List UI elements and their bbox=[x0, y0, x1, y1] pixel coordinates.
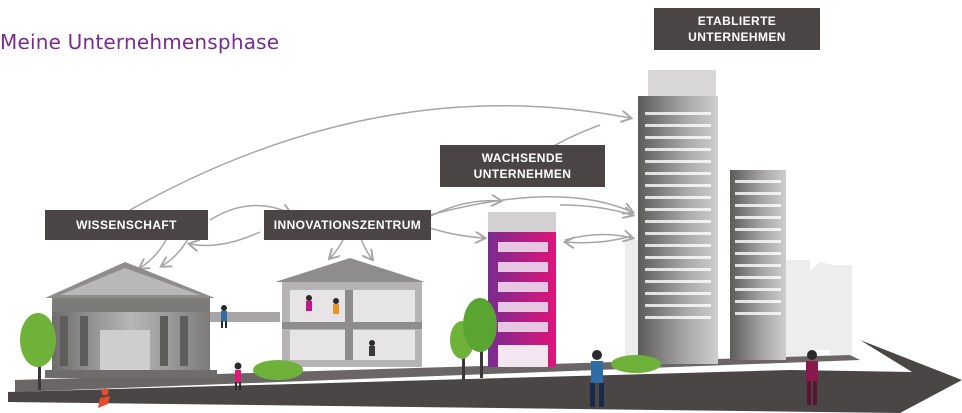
person-icon bbox=[806, 350, 818, 405]
growing-company-building-icon bbox=[488, 212, 556, 367]
museum-building-icon bbox=[45, 262, 280, 378]
page-title: Meine Unternehmensphase bbox=[0, 30, 280, 54]
person-icon bbox=[98, 388, 110, 408]
skyscraper-icon bbox=[638, 70, 786, 364]
tree-icon bbox=[450, 298, 497, 380]
person-icon bbox=[306, 295, 312, 311]
person-icon bbox=[590, 350, 604, 407]
label-wissenschaft: WISSENSCHAFT bbox=[45, 210, 208, 240]
person-icon bbox=[221, 305, 227, 328]
person-icon bbox=[333, 298, 339, 314]
person-icon bbox=[234, 362, 242, 390]
label-etablierte-unternehmen: ETABLIERTE UNTERNEHMEN bbox=[654, 8, 820, 50]
label-wachsende-unternehmen: WACHSENDE UNTERNEHMEN bbox=[440, 145, 605, 187]
tree-icon bbox=[20, 313, 56, 390]
label-innovationszentrum: INNOVATIONSZENTRUM bbox=[264, 210, 431, 240]
person-icon bbox=[369, 340, 375, 356]
road bbox=[8, 340, 962, 413]
bush-icon bbox=[253, 360, 303, 380]
bush-icon bbox=[611, 355, 661, 373]
office-building-icon bbox=[275, 258, 425, 367]
